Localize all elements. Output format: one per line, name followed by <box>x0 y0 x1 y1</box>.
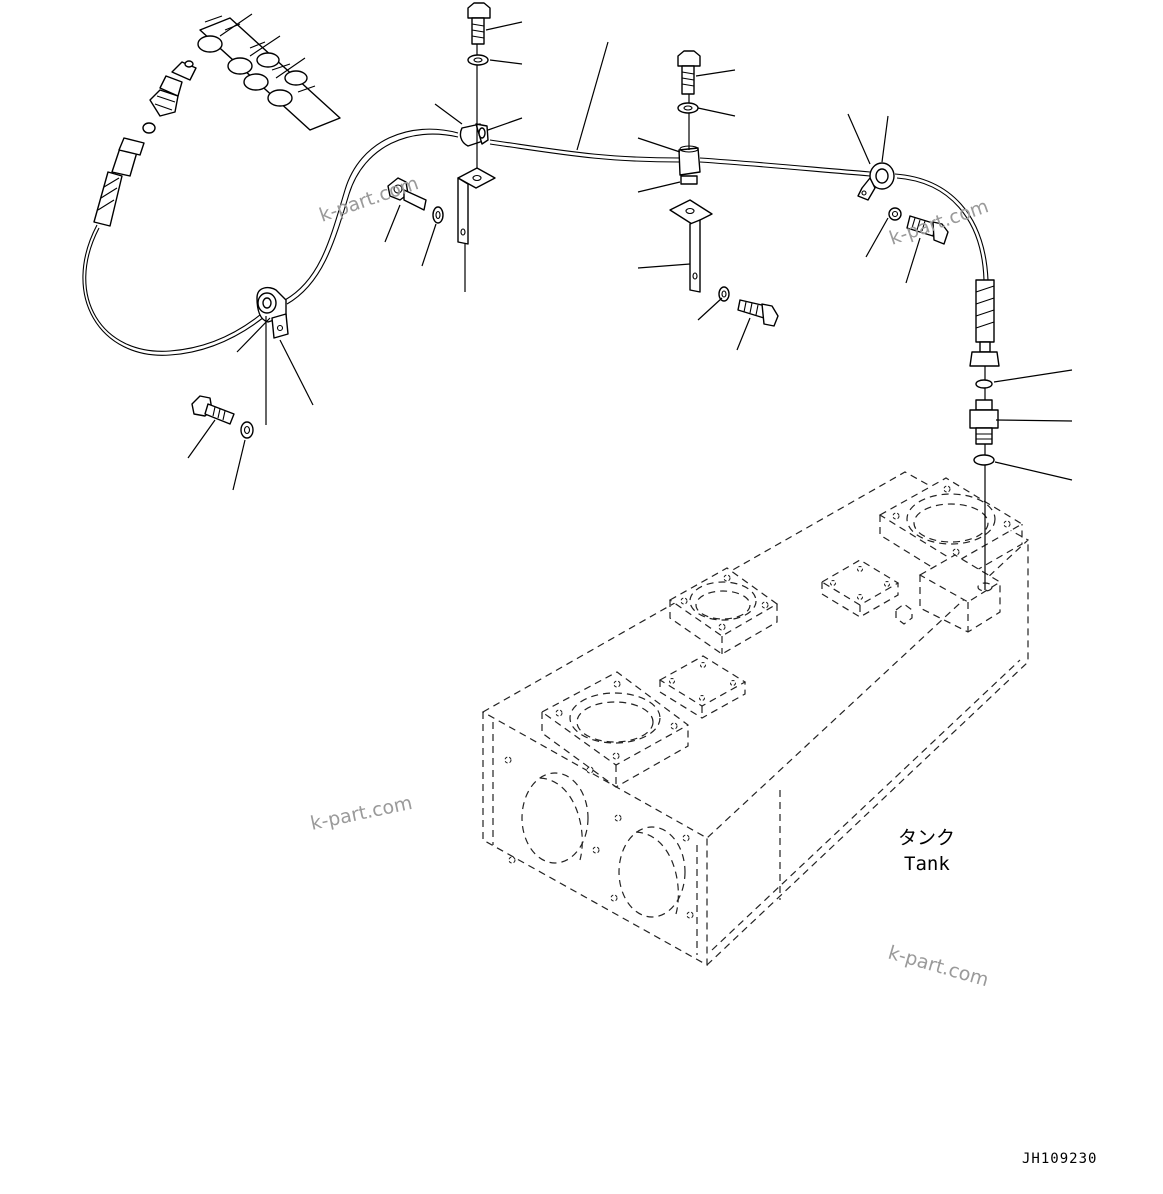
callout-leaders <box>187 21 1073 491</box>
tank-boss-block <box>918 554 1002 633</box>
o-ring-1 <box>975 379 993 389</box>
tank-flange-middle <box>668 567 779 655</box>
tank-cover-plate-front <box>658 655 747 719</box>
watermark: k-part.com <box>886 942 992 992</box>
hydraulic-hose <box>82 128 989 356</box>
tank-cover-plate-rear <box>820 559 900 618</box>
tank-body <box>481 471 1030 967</box>
washer-1 <box>432 206 444 224</box>
o-ring-2 <box>973 454 995 466</box>
control-valve-manifold <box>197 13 341 131</box>
nut-1 <box>387 177 427 211</box>
adapter-fitting <box>969 399 999 445</box>
bolt-upper-2 <box>677 50 701 95</box>
drawing-code: JH109230 <box>1022 1151 1097 1167</box>
tank-label-jp: タンク <box>898 827 955 849</box>
washer-2 <box>718 286 730 302</box>
washer-left <box>240 421 254 439</box>
bolt-3 <box>906 215 949 245</box>
elbow-fitting <box>142 60 197 134</box>
bolt-left <box>191 395 235 425</box>
washer-upper-1 <box>467 54 489 66</box>
bracket-1 <box>457 167 496 292</box>
hose-end-fitting-left <box>93 137 145 227</box>
bolt-2 <box>737 299 779 327</box>
washer-3 <box>888 207 902 221</box>
hose-clamp-4 <box>857 162 895 201</box>
tank-nut <box>895 603 913 625</box>
bracket-2 <box>669 199 713 293</box>
tank-label-en: Tank <box>904 853 950 875</box>
bolt-upper-1 <box>467 2 491 45</box>
hose-clamp-left <box>256 286 289 425</box>
washer-upper-2 <box>677 102 699 114</box>
tank-flange-front <box>540 671 690 788</box>
watermark: k-part.com <box>308 792 414 835</box>
